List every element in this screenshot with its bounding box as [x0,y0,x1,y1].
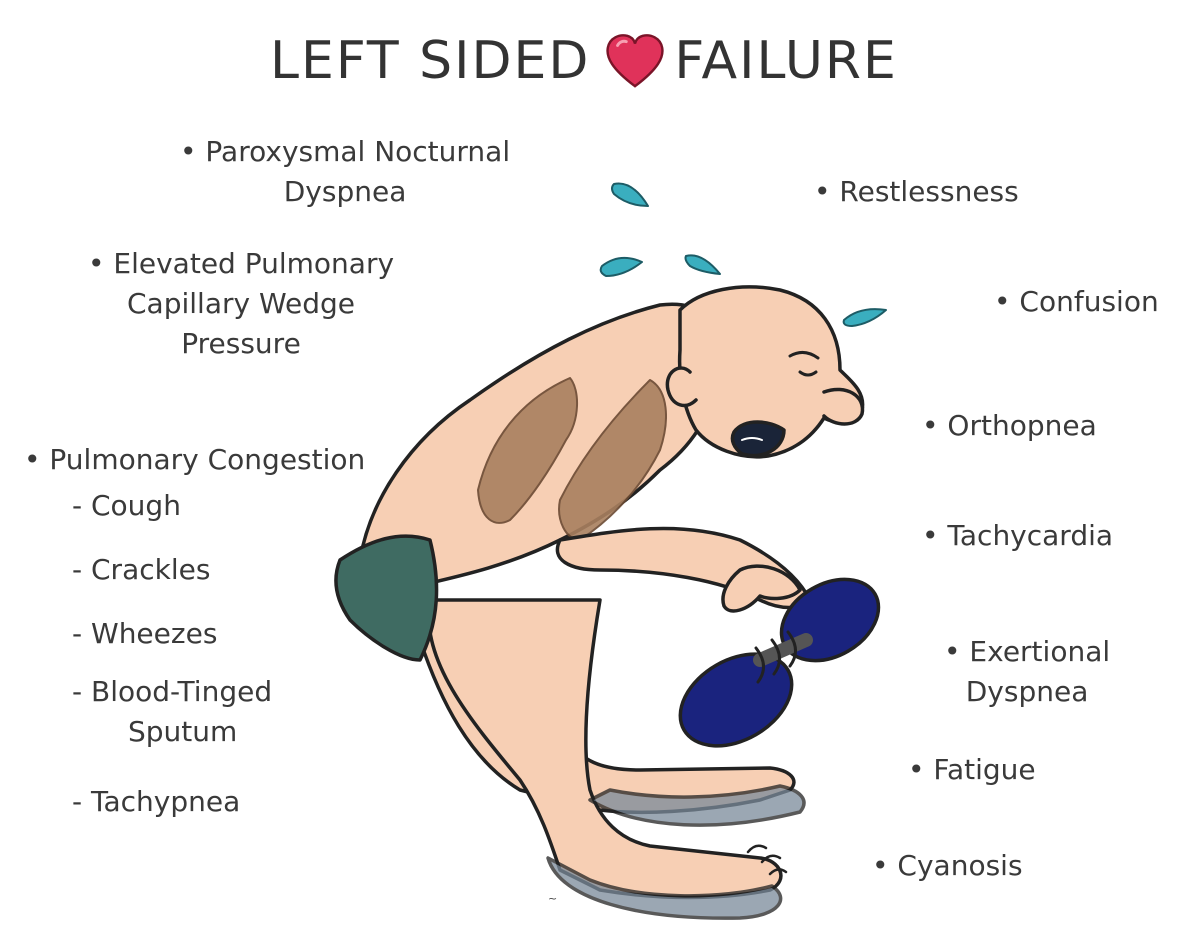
label-fatigue: • Fatigue [908,750,1036,790]
label-line: • Restlessness [814,175,1019,208]
label-exertional-dyspnea: • Exertional Dyspnea [944,632,1110,712]
sweat-drops [599,182,887,327]
label-line: • Cyanosis [872,849,1023,882]
label-paroxysmal-nocturnal-dyspnea: • Paroxysmal Nocturnal Dyspnea [180,132,510,212]
label-orthopnea: • Orthopnea [922,406,1097,446]
label-line: - Tachypnea [72,785,241,818]
list-item-wheezes: - Wheezes [72,614,217,654]
label-line: - Cough [72,489,181,522]
label-line: • Elevated Pulmonary [88,247,395,280]
artist-signature: ~ [548,892,558,905]
label-line: • Exertional [944,635,1111,668]
list-item-blood-tinged-sputum: - Blood-Tinged Sputum [72,672,272,752]
ear [665,366,698,408]
label-line: - Crackles [72,553,211,586]
front-foot [546,856,783,920]
title-right-text: FAILURE [674,31,898,91]
label-line: Pressure [181,327,301,360]
label-tachycardia: • Tachycardia [922,516,1113,556]
label-line: Dyspnea [283,175,407,208]
back-foot [588,784,806,827]
label-restlessness: • Restlessness [814,172,1019,212]
label-line: • Pulmonary Congestion [24,443,366,476]
label-confusion: • Confusion [994,282,1159,322]
label-line: Dyspnea [965,675,1089,708]
label-line: • Paroxysmal Nocturnal [180,135,511,168]
hand [721,564,802,613]
label-line: - Blood-Tinged [72,675,273,708]
list-item-tachypnea: - Tachypnea [72,782,240,822]
label-line: - Wheezes [72,617,218,650]
page-title: LEFT SIDED FAILURE [270,22,898,100]
heart-icon [606,34,665,88]
label-elevated-pcwp: • Elevated Pulmonary Capillary Wedge Pre… [88,244,394,364]
label-cyanosis: • Cyanosis [872,846,1023,886]
label-line: • Orthopnea [922,409,1097,442]
label-line: Capillary Wedge [127,287,356,320]
list-item-cough: - Cough [72,486,181,526]
label-pulmonary-congestion: • Pulmonary Congestion [24,440,365,480]
label-line: • Fatigue [908,753,1036,786]
eye [798,370,818,377]
dumbbell [678,577,881,748]
label-line: • Confusion [994,285,1159,318]
list-item-crackles: - Crackles [72,550,210,590]
label-line: Sputum [128,715,238,748]
title-left-text: LEFT SIDED [270,31,591,91]
nose [822,387,865,426]
patient-illustration [334,182,887,920]
label-line: • Tachycardia [922,519,1114,552]
shorts [334,534,439,662]
eyebrow [788,351,820,360]
